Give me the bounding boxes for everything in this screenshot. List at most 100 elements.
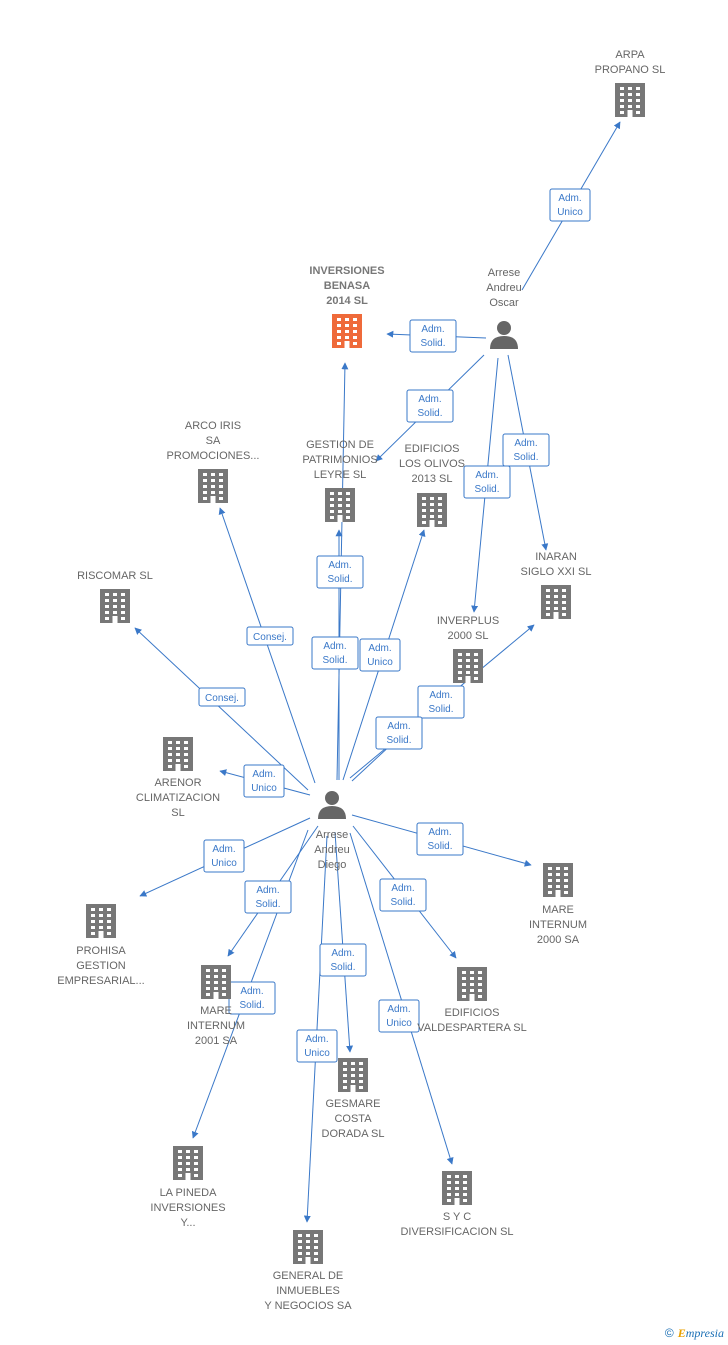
node-prohisa[interactable]: PROHISAGESTIONEMPRESARIAL... (57, 904, 145, 987)
node-label-line: INTERNUM (187, 1020, 245, 1032)
edges-layer (134, 121, 621, 1223)
node-pineda[interactable]: LA PINEDAINVERSIONESY... (150, 1146, 226, 1229)
node-label-line: MARE (200, 1005, 232, 1017)
copyright-symbol: © (664, 1326, 674, 1340)
node-label-line: INVERSIONES (309, 265, 384, 277)
edge-label-box (502, 433, 550, 467)
edge-label-text: Solid. (386, 735, 411, 746)
building-icon (325, 488, 355, 522)
edge-label-text: Unico (386, 1018, 412, 1029)
edge-label-text: Solid. (239, 1000, 264, 1011)
node-label-line: SA (206, 435, 221, 447)
node-label-line: GESMARE (325, 1098, 380, 1110)
edge-label-diego-prohisa: Adm.Unico (203, 839, 245, 873)
node-label-line: GESTION DE (306, 439, 374, 451)
edge-label-text: Solid. (255, 899, 280, 910)
node-label-line: EMPRESARIAL... (57, 975, 144, 987)
building-icon (173, 1146, 203, 1180)
node-label-line: Arrese (316, 829, 348, 841)
building-windows (343, 1062, 363, 1092)
person-icon (318, 791, 346, 819)
edge-label-text: Unico (304, 1048, 330, 1059)
building-windows (548, 867, 568, 897)
edge-label-diego-leyre: Adm.Solid. (311, 636, 359, 670)
node-label-line: INVERSIONES (150, 1202, 225, 1214)
edge-label-box (319, 943, 367, 977)
building-icon (198, 469, 228, 503)
edge-label-text: Adm. (212, 844, 235, 855)
node-label-line: LA PINEDA (160, 1187, 218, 1199)
edge-label-oscar-leyre: Adm.Solid. (406, 389, 454, 423)
edge-label-diego-mare2001: Adm.Solid. (244, 880, 292, 914)
building-windows (178, 1150, 198, 1180)
edge-label-oscar-arpa: Adm.Unico (549, 188, 591, 222)
node-label-line: VALDESPARTERA SL (417, 1022, 526, 1034)
edge-label-diego-valdespartera: Adm.Solid. (379, 878, 427, 912)
edge-label-box (243, 764, 285, 798)
edge-label-text: Adm. (240, 986, 263, 997)
node-riscomar[interactable]: RISCOMAR SL (77, 570, 153, 623)
building-icon (163, 737, 193, 771)
node-label-line: GENERAL DE (273, 1270, 344, 1282)
edge-label-text: Solid. (327, 574, 352, 585)
edge-label-text: Solid. (420, 338, 445, 349)
edge-label-text: Adm. (429, 690, 452, 701)
edge-label-box (463, 465, 511, 499)
node-label-line: SIGLO XXI SL (521, 566, 592, 578)
building-icon (541, 585, 571, 619)
person-body (490, 336, 518, 349)
edge-label-box (379, 878, 427, 912)
edge-label-diego-inverplus: Adm.Solid. (375, 716, 423, 750)
node-arcoiris[interactable]: ARCO IRISSAPROMOCIONES... (167, 420, 260, 503)
edge-label-box (417, 685, 465, 719)
edge-label-diego-syc: Adm.Unico (378, 999, 420, 1033)
building-icon (293, 1230, 323, 1264)
edge-label-box (416, 822, 464, 856)
node-label-line: ARENOR (154, 777, 201, 789)
node-label-line: Arrese (488, 267, 520, 279)
edge-label-diego-olivos: Adm.Unico (359, 638, 401, 672)
edge-labels-layer: Adm.UnicoAdm.Solid.Adm.Solid.Adm.Solid.A… (198, 188, 591, 1063)
edge-label-text: Solid. (390, 897, 415, 908)
empresia-watermark: ©Empresia (665, 1326, 724, 1341)
building-windows (168, 741, 188, 771)
node-label-line: SL (171, 807, 184, 819)
building-windows (298, 1234, 318, 1264)
node-label-line: PROHISA (76, 945, 126, 957)
node-label-line: EDIFICIOS (404, 443, 459, 455)
edge-label-oscar-inaran: Adm.Solid. (502, 433, 550, 467)
edge-label-diego-gesmare: Adm.Solid. (319, 943, 367, 977)
node-label-line: Diego (318, 859, 347, 871)
node-label-line: INVERPLUS (437, 615, 499, 627)
person-head (325, 791, 339, 805)
node-label-line: Andreu (486, 282, 521, 294)
node-label-line: MARE (542, 904, 574, 916)
edge-label-box (406, 389, 454, 423)
edge-label-text: Adm. (368, 643, 391, 654)
edge-label-text: Adm. (475, 470, 498, 481)
node-label-line: PROPANO SL (595, 64, 666, 76)
